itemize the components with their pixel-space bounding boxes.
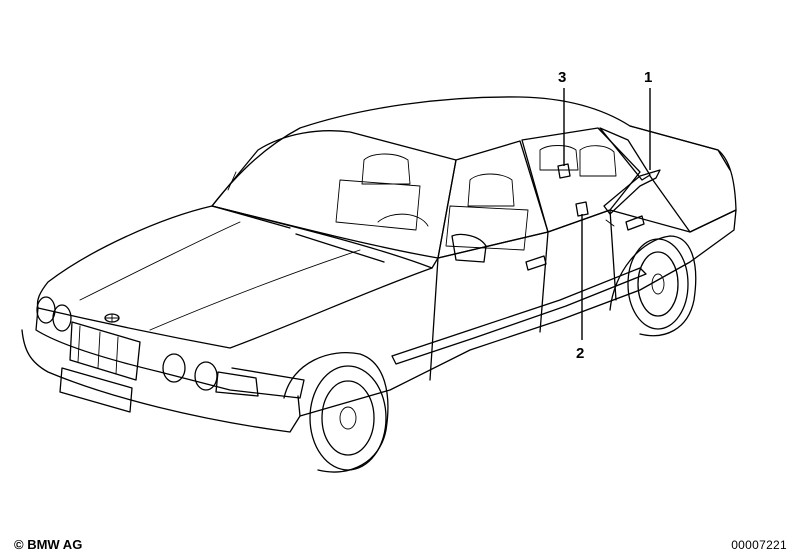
front-door-line (429, 257, 439, 381)
car-illustration (21, 96, 737, 473)
rear-door-line (539, 231, 549, 333)
front-wheel (283, 352, 389, 473)
copyright-notice: © BMW AG (14, 537, 83, 552)
document-number: 00007221 (731, 538, 787, 552)
part-2-seatbelt-buckle (575, 201, 589, 217)
front-side-window (437, 140, 549, 259)
roof-outline (211, 96, 731, 207)
front-fascia (35, 307, 305, 399)
side-mirror (451, 233, 487, 263)
part-1-seatbelt-guide (603, 169, 661, 227)
interior-seats (335, 145, 617, 251)
hood-crease (79, 221, 241, 301)
rear-side-window (521, 127, 641, 233)
callout-label-1: 1 (644, 69, 652, 86)
hood-outline (36, 205, 433, 349)
side-trim (391, 267, 647, 365)
callout-label-3: 3 (558, 69, 566, 86)
license-plate (59, 367, 133, 413)
rear-wheel (609, 235, 697, 337)
callout-1: 1 (644, 69, 652, 170)
part-3-headrest-fitting (557, 163, 571, 179)
rear-door-handle (625, 215, 645, 231)
side-body (299, 209, 737, 417)
headlights (36, 296, 259, 397)
wiper-left (211, 205, 291, 229)
front-grille (69, 321, 141, 381)
callout-label-2: 2 (576, 345, 584, 362)
quarter-window (599, 127, 651, 181)
rear-deck (629, 125, 737, 233)
front-door-handle (525, 255, 547, 271)
bmw-roundel-icon (104, 313, 120, 323)
callout-3: 3 (558, 69, 566, 166)
antenna (227, 171, 237, 191)
callout-2: 2 (576, 214, 584, 362)
front-bumper (21, 329, 301, 433)
wiper-right (295, 233, 385, 263)
